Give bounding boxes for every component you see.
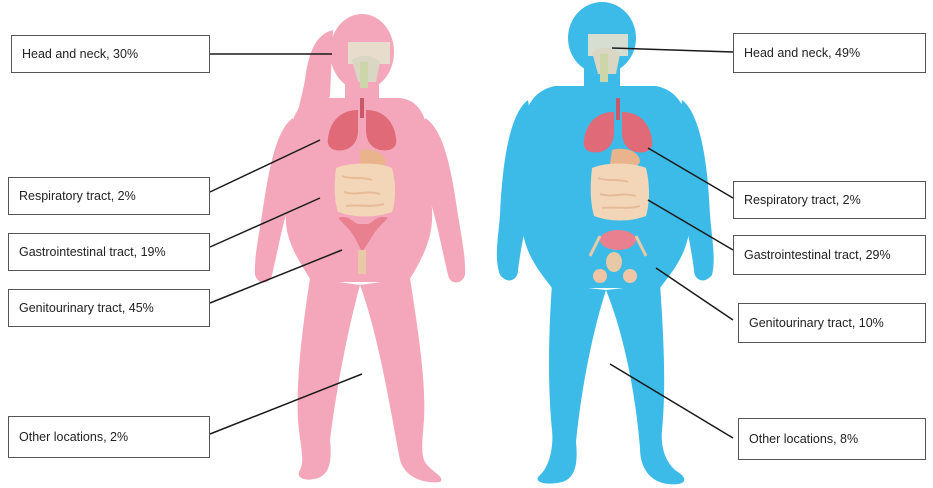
female-other-label: Other locations, 2% [8, 416, 210, 458]
male-genitourinary-label: Genitourinary tract, 10% [738, 303, 926, 343]
male-head-neck-label: Head and neck, 49% [733, 33, 926, 73]
female-head-neck-label: Head and neck, 30% [11, 35, 210, 73]
male-other-label: Other locations, 8% [738, 418, 926, 460]
male-genitourinary-line [656, 268, 733, 320]
male-respiratory-label: Respiratory tract, 2% [733, 181, 926, 219]
female-other-line [210, 374, 362, 434]
male-gastrointestinal-label: Gastrointestinal tract, 29% [733, 235, 926, 275]
female-genitourinary-label: Genitourinary tract, 45% [8, 289, 210, 327]
male-other-line [610, 364, 733, 438]
female-gastrointestinal-label: Gastrointestinal tract, 19% [8, 233, 210, 271]
female-respiratory-label: Respiratory tract, 2% [8, 177, 210, 215]
